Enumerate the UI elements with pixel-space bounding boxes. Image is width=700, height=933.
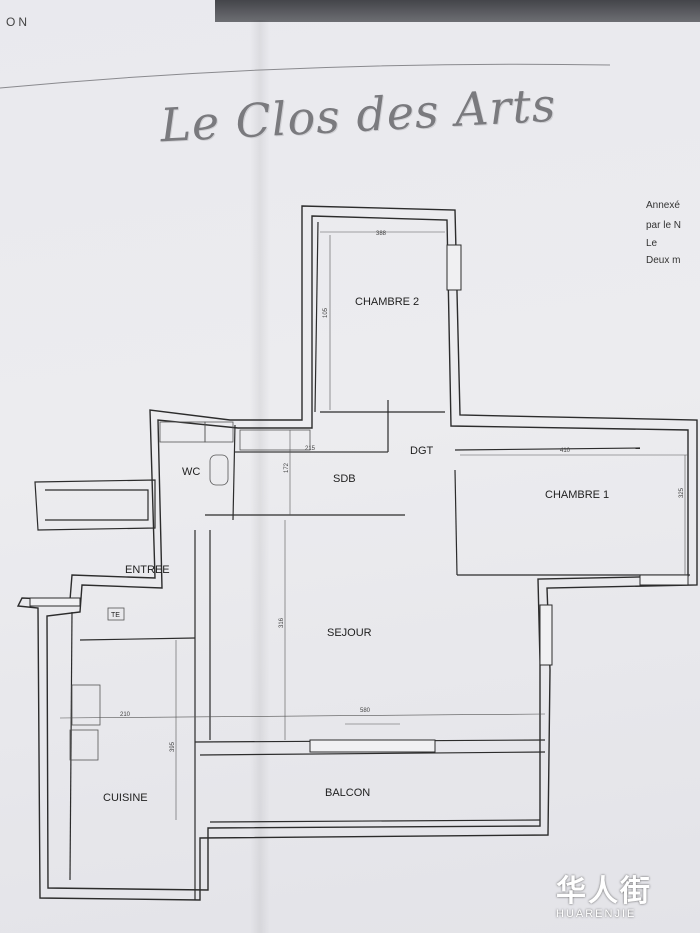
watermark: 华人街 HUARENJIE — [556, 866, 696, 920]
side-note-3: Le — [646, 238, 658, 249]
label-chambre1: CHAMBRE 1 — [545, 489, 609, 501]
label-entree: ENTREE — [125, 564, 170, 576]
window-chambre2 — [446, 244, 462, 291]
dim-chambre1-width: 410 — [560, 448, 571, 454]
label-cuisine: CUISINE — [103, 792, 148, 804]
walls-outer — [16, 205, 698, 901]
dim-cuisine-width: 210 — [120, 712, 131, 718]
window-sejour — [539, 604, 553, 666]
window-chambre1 — [639, 574, 689, 586]
dim-chambre2-width: 388 — [376, 231, 387, 237]
label-sdb: SDB — [333, 473, 356, 485]
label-wc: WC — [182, 466, 200, 478]
watermark-latin: HUARENJIE — [556, 908, 637, 920]
side-note-1: Annexé — [646, 200, 680, 211]
paper-fold — [250, 20, 270, 933]
kitchen-sink — [69, 729, 99, 761]
wc-cabinet-2 — [204, 421, 234, 443]
label-balcon: BALCON — [325, 787, 370, 799]
dim-chambre2-depth: 105 — [323, 307, 329, 318]
watermark-chinese: 华人街 — [556, 875, 652, 908]
label-te: TE — [111, 612, 120, 619]
dimline-sejour-width — [59, 713, 546, 719]
dim-cuisine-depth: 395 — [170, 741, 176, 752]
fixtures — [69, 421, 311, 761]
brand-underline — [0, 63, 611, 89]
dim-sejour-depth: 316 — [279, 617, 285, 628]
label-dgt: DGT — [410, 445, 434, 457]
side-note-4: Deux m — [646, 255, 681, 266]
side-note-2: par le N — [646, 220, 682, 231]
dim-sdb-width: 215 — [305, 446, 316, 452]
label-sejour: SEJOUR — [327, 627, 372, 639]
corner-text: ON — [6, 15, 30, 29]
wall-chambre1-top — [454, 447, 641, 451]
wall-chambre2-inner — [46, 215, 689, 891]
background-object — [215, 0, 700, 22]
wall-entry-stub — [34, 479, 156, 531]
wall-kitchen-left — [69, 611, 73, 881]
dim-sejour-width: 580 — [360, 708, 371, 714]
wc-toilet — [209, 454, 229, 486]
label-chambre2: CHAMBRE 2 — [355, 296, 419, 308]
wall-entry-stub-inner — [45, 489, 149, 521]
wall-cuisine-top — [79, 637, 196, 641]
openings — [29, 244, 689, 753]
wc-cabinet — [159, 421, 206, 443]
wall-balcon-inner — [209, 819, 541, 823]
wall-wc-right — [232, 424, 236, 521]
sdb-bathtub — [239, 429, 311, 451]
te-box — [107, 607, 125, 621]
wall-chambre2-left — [314, 221, 319, 413]
dimension-lines — [59, 231, 688, 820]
kitchen-counter — [71, 684, 101, 726]
dim-chambre1-depth: 325 — [679, 487, 685, 498]
window-cuisine — [29, 597, 81, 607]
wall-chambre2-outer — [16, 205, 698, 901]
door-sejour-balcon — [309, 739, 436, 753]
wall-balcon-top — [199, 751, 546, 756]
dim-sdb-depth: 172 — [284, 462, 290, 473]
wall-chambre1-left — [454, 469, 458, 576]
